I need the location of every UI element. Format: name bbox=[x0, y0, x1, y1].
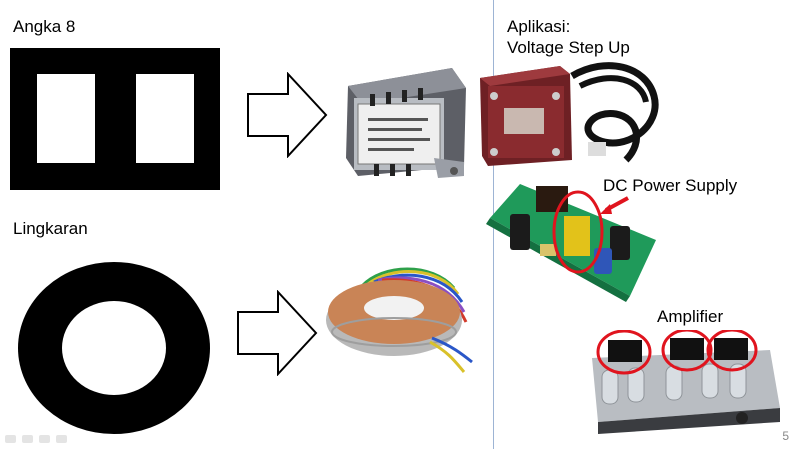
amplifier-image bbox=[592, 330, 780, 434]
next-slide-icon[interactable] bbox=[56, 435, 67, 443]
label-aplikasi: Aplikasi: bbox=[507, 17, 571, 36]
label-dc-power-supply: DC Power Supply bbox=[603, 176, 738, 195]
toroid-transformer-image bbox=[326, 267, 473, 373]
label-amplifier: Amplifier bbox=[657, 307, 724, 326]
ei-transformer-image bbox=[346, 68, 466, 178]
slide-controls bbox=[5, 435, 67, 443]
menu-icon[interactable] bbox=[39, 435, 50, 443]
arrow-right-icon bbox=[247, 72, 328, 158]
label-angka-8: Angka 8 bbox=[13, 17, 76, 36]
page-number: 5 bbox=[782, 429, 789, 443]
label-lingkaran: Lingkaran bbox=[13, 219, 88, 238]
ring-core-icon bbox=[18, 262, 210, 434]
pen-icon[interactable] bbox=[22, 435, 33, 443]
step-up-converter-image bbox=[480, 62, 659, 166]
arrow-right-icon bbox=[237, 290, 318, 376]
eight-core-icon bbox=[10, 48, 220, 190]
label-voltage-step-up: Voltage Step Up bbox=[507, 38, 630, 57]
prev-slide-icon[interactable] bbox=[5, 435, 16, 443]
dc-power-supply-image bbox=[486, 184, 656, 302]
